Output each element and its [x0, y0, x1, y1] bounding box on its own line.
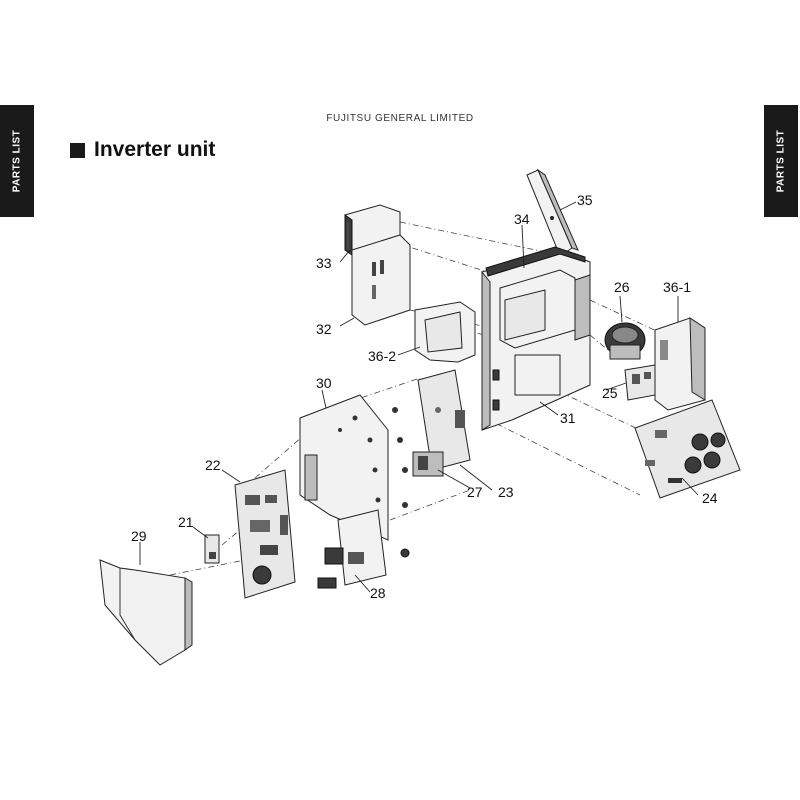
- brand-header: FUJITSU GENERAL LIMITED: [326, 113, 474, 124]
- part-29-side-cover: [99, 559, 193, 666]
- label-part-31: 31: [560, 410, 576, 426]
- label-part-32: 32: [316, 321, 332, 337]
- part-31-main-frame: [481, 246, 591, 431]
- part-27-filter-component: [412, 451, 444, 477]
- part-36-2-duct: [414, 301, 476, 363]
- label-part-36-1: 36-1: [663, 279, 691, 295]
- part-21-sensor-board: [204, 534, 220, 564]
- parts-list-side-tab-right: PARTS LIST: [764, 105, 798, 217]
- part-30-mounting-plate: [299, 394, 408, 541]
- label-part-34: 34: [514, 211, 530, 227]
- part-26-reactor-coil: [604, 322, 646, 360]
- label-part-30: 30: [316, 375, 332, 391]
- label-part-35: 35: [577, 192, 593, 208]
- part-23-inverter-board: [417, 369, 471, 471]
- label-part-36-2: 36-2: [368, 348, 396, 364]
- part-24-power-pcb: [634, 399, 741, 499]
- label-part-23: 23: [498, 484, 514, 500]
- page-title-text: Inverter unit: [94, 138, 216, 161]
- part-36-1-box-cover: [654, 317, 706, 411]
- label-part-27: 27: [467, 484, 483, 500]
- label-part-22: 22: [205, 457, 221, 473]
- label-part-24: 24: [702, 490, 718, 506]
- parts-list-side-tab-left: PARTS LIST: [0, 105, 34, 217]
- title-square-bullet: [70, 142, 85, 158]
- label-part-29: 29: [131, 528, 147, 544]
- part-32-cover-plate: [351, 234, 411, 326]
- label-part-33: 33: [316, 255, 332, 271]
- part-number-labels: 35 34 33 26 36-1 32 36-2 30 25 31 22 27 …: [131, 192, 718, 601]
- label-part-28: 28: [370, 585, 386, 601]
- part-28-terminal-block: [317, 509, 410, 589]
- page-title: Inverter unit: [70, 138, 215, 162]
- label-part-26: 26: [614, 279, 630, 295]
- label-part-25: 25: [602, 385, 618, 401]
- part-25-terminal-board: [624, 364, 656, 401]
- label-leader-lines: [139, 201, 699, 593]
- label-part-21: 21: [178, 514, 194, 530]
- part-22-control-pcb: [234, 469, 296, 599]
- part-35-bracket: [526, 168, 579, 257]
